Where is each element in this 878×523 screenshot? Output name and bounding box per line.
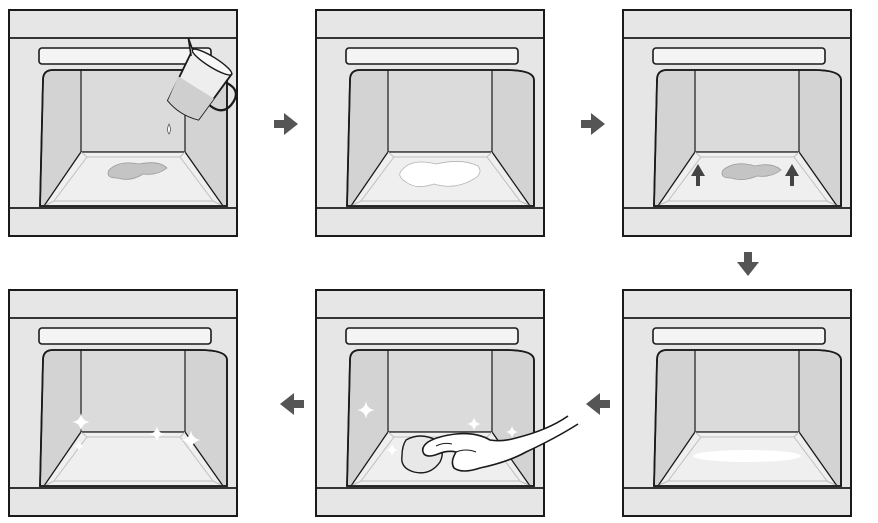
step-water-evaporated <box>622 289 852 517</box>
step-pour-water <box>8 9 238 237</box>
up-arrow-icon <box>785 164 799 186</box>
water-drop-icon <box>167 123 171 135</box>
arrow-down <box>737 252 759 276</box>
water-pitcher-icon <box>166 37 237 121</box>
water-residue <box>721 163 782 180</box>
step-clean-oven <box>8 289 238 517</box>
step-steam-rises <box>622 9 852 237</box>
wiping-hand-icon <box>401 415 579 474</box>
step-water-spreads <box>315 9 545 237</box>
residue-icon <box>693 450 801 462</box>
water-spill-icon <box>399 161 481 187</box>
step-wipe-clean <box>315 289 579 517</box>
up-arrow-icon <box>691 164 705 186</box>
arrow-left-1 <box>586 393 610 415</box>
arrow-right-1 <box>274 113 298 135</box>
arrow-left-2 <box>280 393 304 415</box>
arrow-right-2 <box>581 113 605 135</box>
water-spill <box>107 162 168 180</box>
